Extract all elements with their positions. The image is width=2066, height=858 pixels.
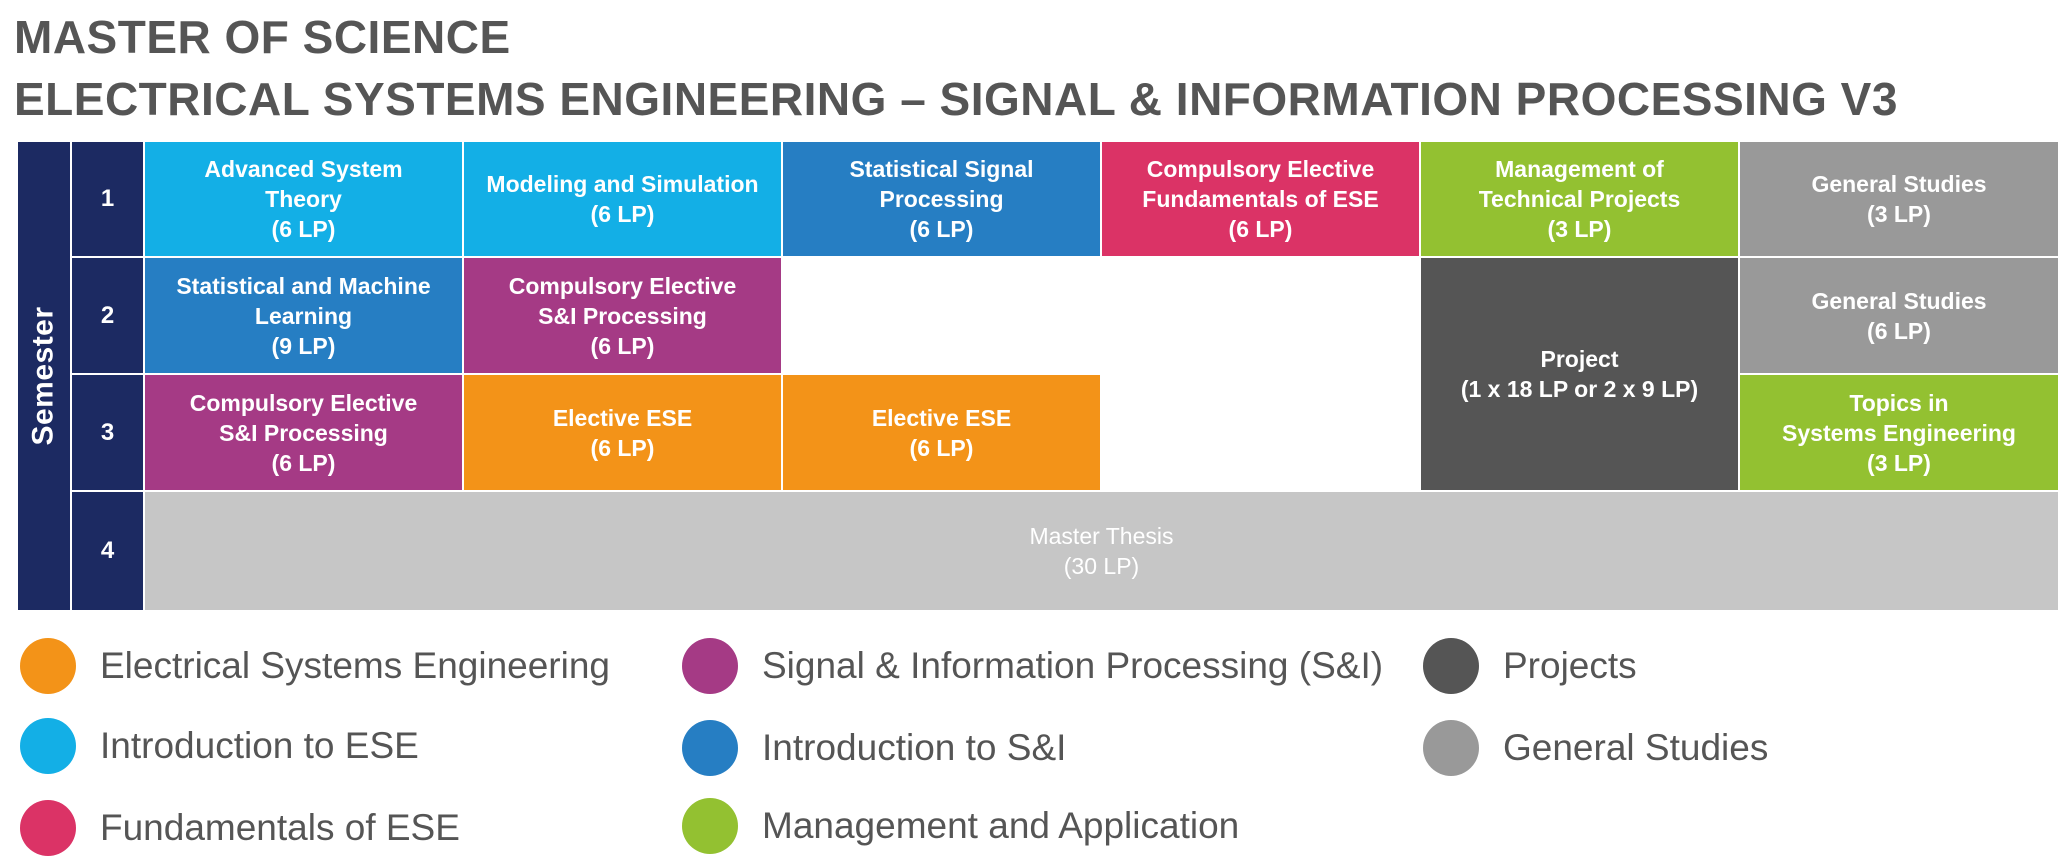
title-line-2: ELECTRICAL SYSTEMS ENGINEERING – SIGNAL … [14,73,1898,125]
legend-label: Management and Application [762,805,1240,846]
curriculum-grid: Semester 1 2 3 4 Advanced System Theory … [18,142,2058,610]
semester-number-2: 2 [72,258,143,373]
semester-number-3: 3 [72,375,143,490]
legend-swatch [1423,720,1479,776]
module-compulsory-si-semester-3: Compulsory Elective S&I Processing (6 LP… [145,375,462,490]
module-topics-systems-engineering: Topics in Systems Engineering (3 LP) [1740,375,2058,490]
module-statistical-signal-processing: Statistical Signal Processing (6 LP) [783,142,1100,256]
module-elective-ese-2: Elective ESE (6 LP) [783,375,1100,490]
module-compulsory-fundamentals-ese: Compulsory Elective Fundamentals of ESE … [1102,142,1419,256]
module-general-studies-2: General Studies (6 LP) [1740,258,2058,373]
semester-label-text: Semester [27,306,60,446]
module-advanced-system-theory: Advanced System Theory (6 LP) [145,142,462,256]
semester-number-1: 1 [72,142,143,256]
semester-number-4: 4 [72,492,143,610]
module-statistical-machine-learning: Statistical and Machine Learning (9 LP) [145,258,462,373]
title-line-1: MASTER OF SCIENCE [14,11,511,63]
legend-swatch [20,800,76,856]
legend-label: Projects [1503,645,1637,686]
legend-label: Signal & Information Processing (S&I) [762,645,1384,686]
legend-label: Introduction to ESE [100,725,419,766]
module-compulsory-si-semester-2: Compulsory Elective S&I Processing (6 LP… [464,258,781,373]
legend-label: General Studies [1503,727,1769,768]
legend-label: Fundamentals of ESE [100,807,460,848]
legend-swatch [682,798,738,854]
semester-axis-label: Semester [18,142,70,610]
legend-swatch [682,638,738,694]
legend-label: Introduction to S&I [762,727,1067,768]
module-project: Project (1 x 18 LP or 2 x 9 LP) [1421,258,1738,490]
legend-swatch [682,720,738,776]
module-elective-ese-1: Elective ESE (6 LP) [464,375,781,490]
legend-swatch [20,638,76,694]
legend-label: Electrical Systems Engineering [100,645,610,686]
module-modeling-simulation: Modeling and Simulation (6 LP) [464,142,781,256]
module-master-thesis: Master Thesis (30 LP) [145,492,2058,610]
module-general-studies-1: General Studies (3 LP) [1740,142,2058,256]
legend-swatch [20,718,76,774]
module-management-technical-projects: Management of Technical Projects (3 LP) [1421,142,1738,256]
legend-swatch [1423,638,1479,694]
